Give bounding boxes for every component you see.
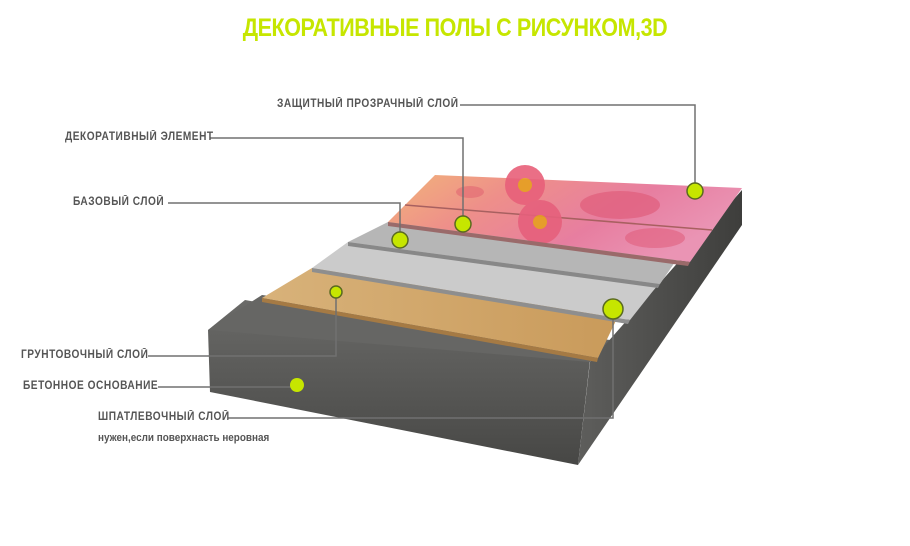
- label-putty-note: нужен,если поверхнасть неровная: [98, 432, 270, 444]
- base-layer-dot[interactable]: [391, 231, 409, 249]
- concrete-front-face: [208, 300, 590, 465]
- label-protective-layer: ЗАЩИТНЫЙ ПРОЗРАЧНЫЙ СЛОЙ: [277, 98, 459, 110]
- primer-layer: [312, 242, 668, 320]
- putty-layer-dot[interactable]: [602, 298, 624, 320]
- page-title: ДЕКОРАТИВНЫЕ ПОЛЫ С РИСУНКОМ,3D: [242, 14, 668, 42]
- decorative-element-dot[interactable]: [454, 215, 472, 233]
- label-putty-layer: ШПАТЛЕВОЧНЫЙ СЛОЙ: [98, 411, 230, 423]
- primer-layer-dot[interactable]: [329, 285, 343, 299]
- putty-layer: [262, 268, 622, 358]
- concrete-dot[interactable]: [290, 378, 304, 392]
- flower-pattern: [456, 165, 685, 248]
- label-primer-layer: ГРУНТОВОЧНЫЙ СЛОЙ: [21, 349, 149, 361]
- label-concrete-base: БЕТОННОЕ ОСНОВАНИЕ: [23, 380, 159, 392]
- protective-layer-dot[interactable]: [686, 182, 704, 200]
- label-decorative-element: ДЕКОРАТИВНЫЙ ЭЛЕМЕНТ: [65, 131, 214, 143]
- concrete-side-face: [578, 190, 742, 465]
- leader-lines: [148, 104, 696, 419]
- label-base-layer: БАЗОВЫЙ СЛОЙ: [73, 196, 165, 208]
